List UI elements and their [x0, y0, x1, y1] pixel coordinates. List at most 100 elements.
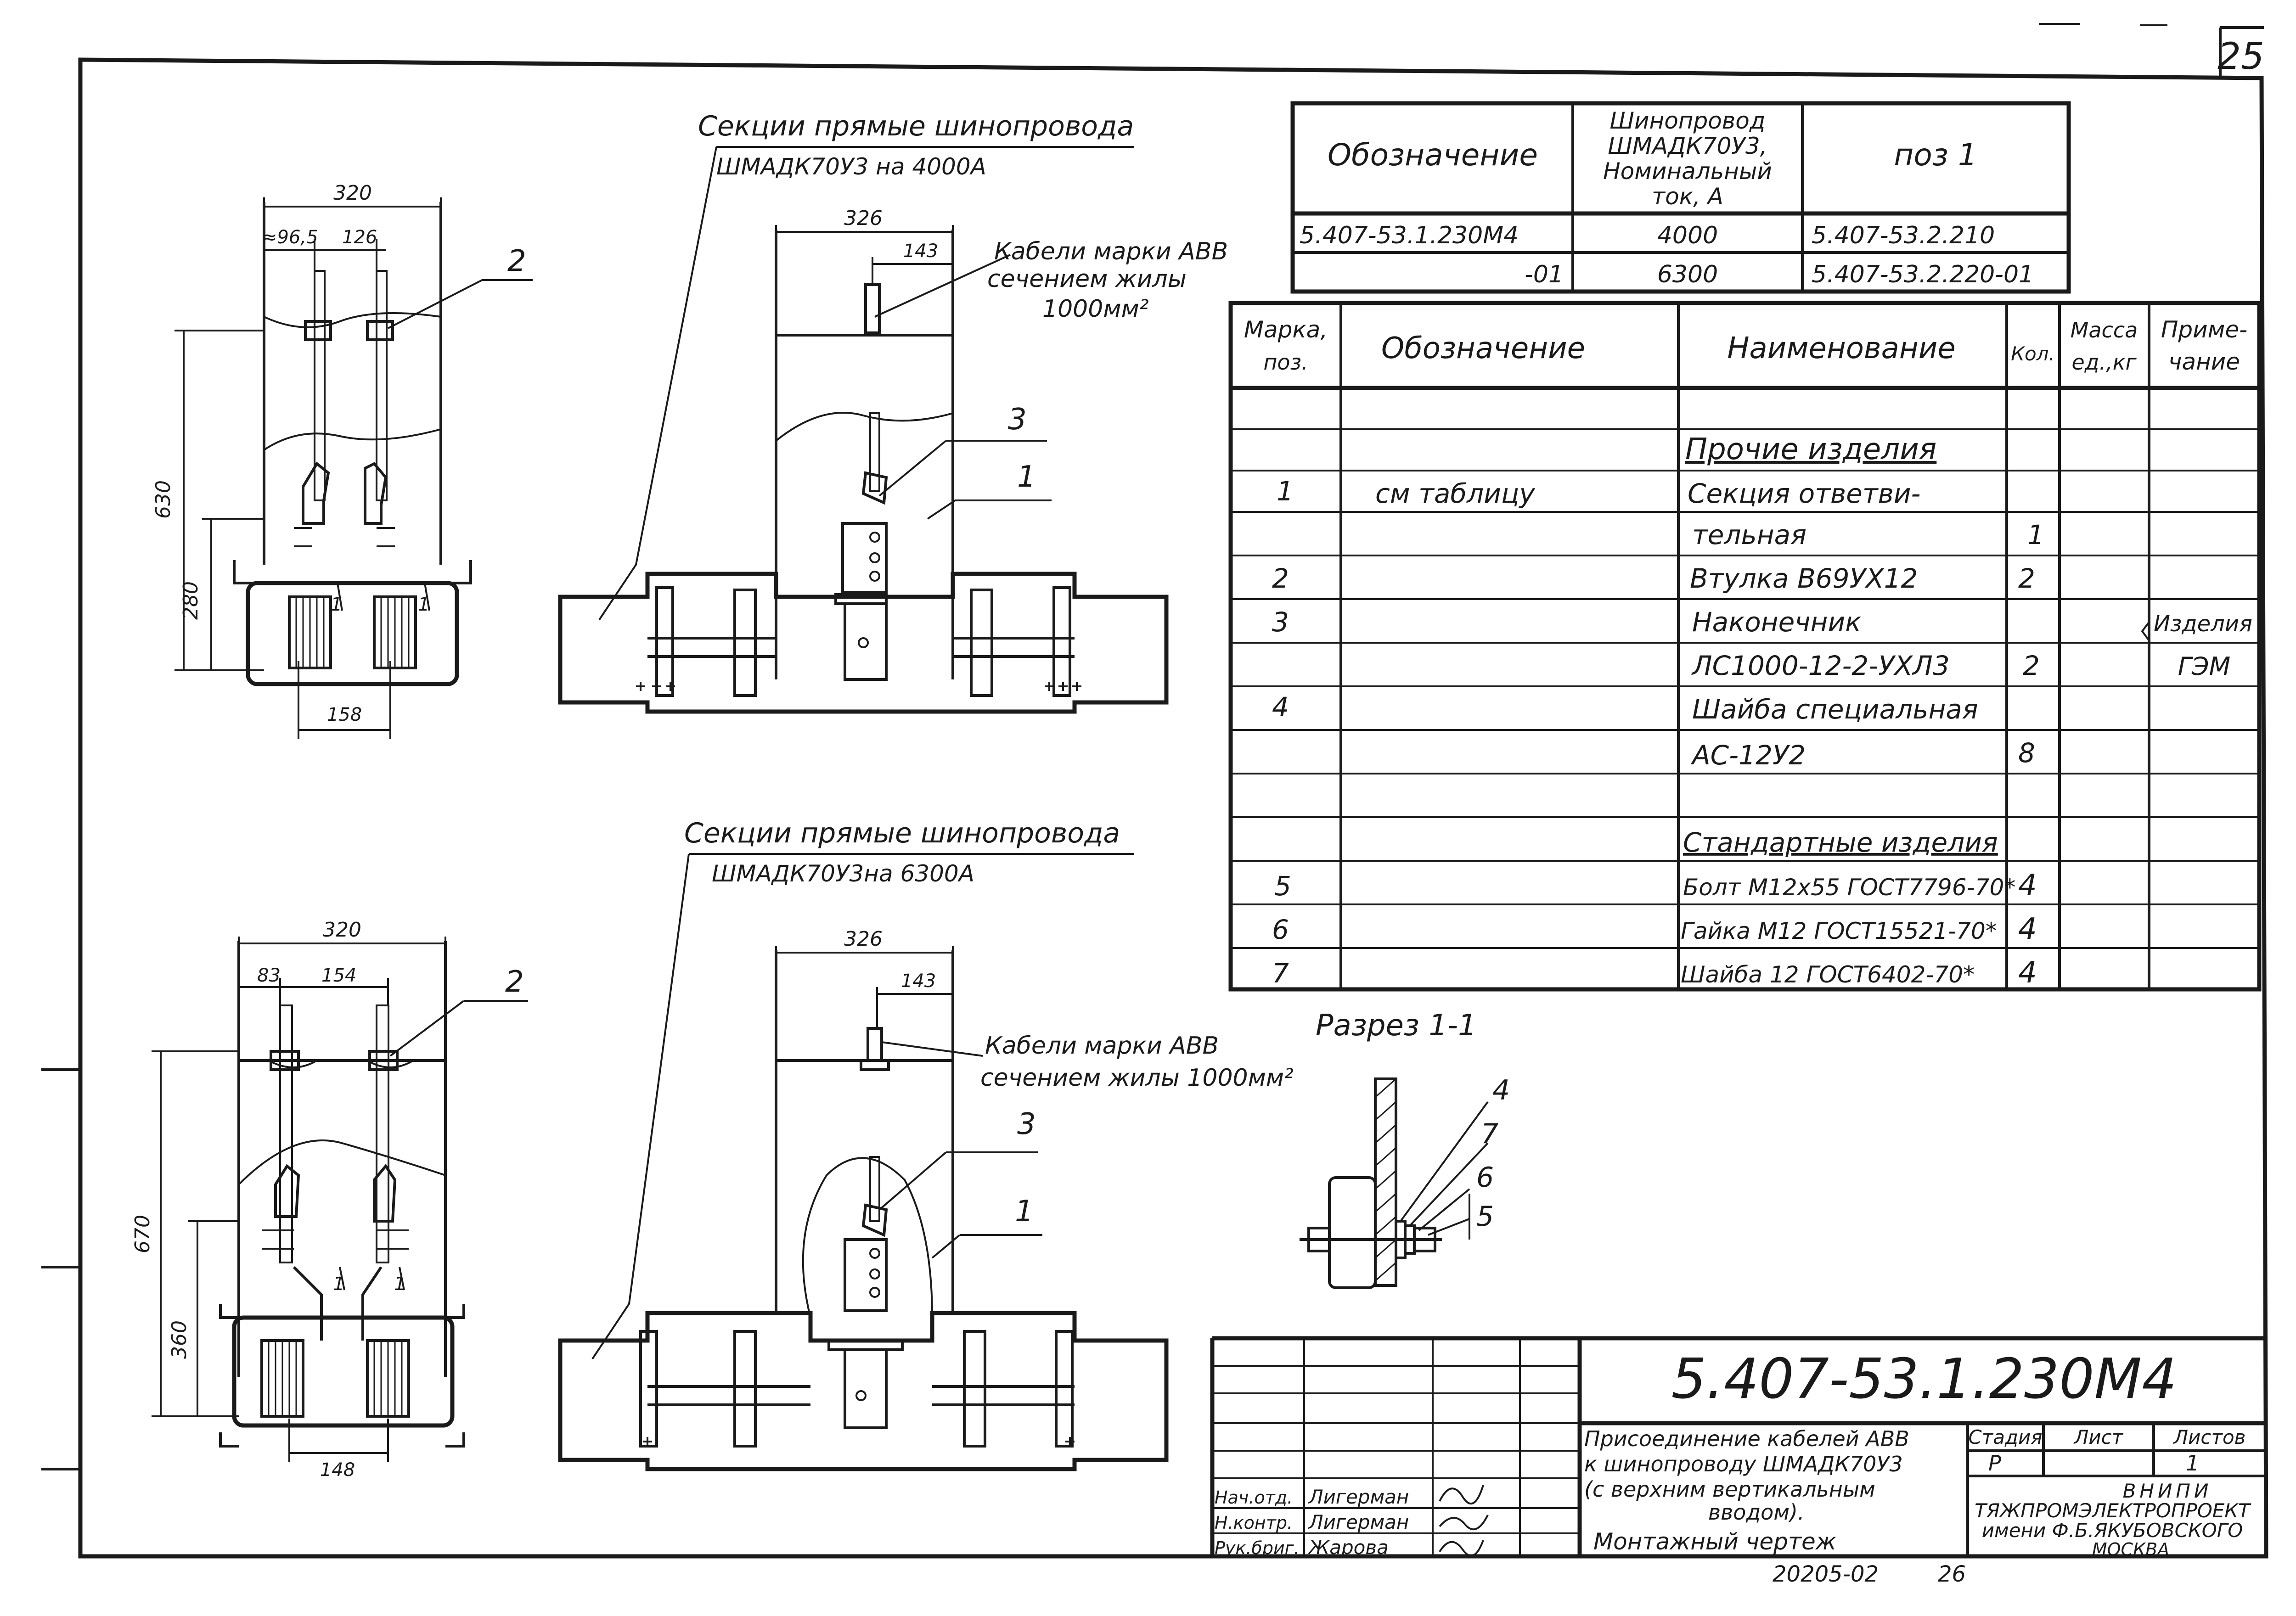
top-caption-line1: Секции прямые шинопровода	[698, 110, 1134, 142]
role-1-name: Лигерман	[1308, 1486, 1409, 1508]
spec-header-note-2: чание	[2168, 348, 2240, 375]
variant-row2-code: -01	[1525, 261, 1564, 288]
spec-row1-name: Секция ответви-	[1688, 478, 1920, 509]
spec-row1-designation: см таблицу	[1375, 478, 1535, 509]
org-line-4: МОСКВА	[2092, 1539, 2169, 1560]
variant-table: Обозначение Шинопровод ШМАДК70У3, Номина…	[1290, 101, 2071, 294]
variant-header-line4: ток, А	[1652, 183, 1723, 210]
spec-row5-name: Болт М12х55 ГОСТ7796-70*	[1683, 874, 2015, 901]
spec-row6-name: Гайка М12 ГОСТ15521-70*	[1681, 918, 1997, 944]
role-2-name: Лигерман	[1308, 1511, 1409, 1533]
spec-row3b-qty: 2	[2023, 650, 2040, 681]
section-label-5: 5	[1476, 1201, 1494, 1233]
top-side-dim-offset: 143	[903, 241, 938, 262]
bottom-side-dim-offset: 143	[901, 971, 936, 992]
spec-section-other: Прочие изделия	[1685, 432, 1936, 466]
spec-row3b-name: ЛС1000-12-2-УХЛ3	[1691, 650, 1950, 681]
title-line-4: вводом).	[1708, 1500, 1805, 1525]
sheet-number: 25	[2217, 35, 2264, 78]
org-line-2: ТЯЖПРОМЭЛЕКТРОПРОЕКТ	[1975, 1499, 2251, 1522]
spec-section-standard: Стандартные изделия	[1683, 827, 1998, 858]
section-label-4: 4	[1492, 1074, 1510, 1106]
bottom-dim-width: 320	[323, 918, 361, 942]
top-caption-line2: ШМАДК70У3 на 4000А	[716, 153, 986, 180]
spec-header-mass-1: Масса	[2071, 318, 2138, 342]
role-3-name: Жарова	[1307, 1536, 1389, 1559]
section-label-7: 7	[1481, 1118, 1498, 1150]
top-cable-note-3: 1000мм²	[1042, 295, 1149, 323]
bottom-cable-note-1: Кабели марки АВВ	[985, 1032, 1219, 1060]
archive-page: 26	[1938, 1561, 1966, 1587]
spec-row1-pos: 1	[1277, 476, 1294, 507]
spec-header-mark-1: Марка,	[1244, 316, 1328, 343]
variant-header-pos: поз 1	[1894, 137, 1977, 173]
spec-header-note-1: Приме-	[2161, 316, 2247, 343]
role-3: Рук.бриг.	[1215, 1538, 1300, 1558]
bottom-dim-lower: 360	[168, 1320, 191, 1359]
top-dim-bus-gap: 126	[342, 227, 377, 248]
variant-row2-pos: 5.407-53.2.220-01	[1812, 261, 2034, 288]
bottom-side-view: 326 143 3 1 Секции прямые шинопровода ШМ…	[558, 817, 1294, 1471]
top-callout-1: 1	[1017, 460, 1036, 494]
title-block-code: 5.407-53.1.230М4	[1671, 1347, 2177, 1411]
top-section-mark-right: 1	[418, 594, 429, 615]
bottom-section-mark-right: 1	[394, 1274, 405, 1295]
title-sheet-label: Лист	[2073, 1426, 2124, 1448]
bottom-side-dim-width: 326	[844, 927, 883, 951]
title-stage-value: Р	[1988, 1451, 2001, 1476]
variant-header-line1: Шинопровод	[1610, 107, 1766, 134]
top-side-dim-width: 326	[844, 207, 883, 230]
bottom-callout-1: 1	[1015, 1195, 1034, 1229]
top-side-view: 326 143 3 1 Секции прямые шинопровода ШМ…	[558, 110, 1228, 714]
spec-row2-pos: 2	[1272, 563, 1289, 594]
spec-header-mark-2: поз.	[1263, 350, 1308, 375]
variant-header-line2: ШМАДК70У3,	[1608, 133, 1767, 159]
spec-header-designation: Обозначение	[1381, 331, 1585, 365]
spec-row2-name: Втулка В69УХ12	[1690, 563, 1918, 594]
signatures	[1439, 1485, 1489, 1557]
spec-row1b-qty: 1	[2027, 519, 2044, 550]
spec-row4b-name: АС-12У2	[1690, 740, 1806, 771]
sheet-frame	[41, 23, 2268, 1559]
spec-row5-pos: 5	[1274, 870, 1291, 902]
title-sheets-value: 1	[2186, 1451, 2199, 1476]
variant-row1-pos: 5.407-53.2.210	[1812, 222, 1995, 249]
variant-header-line3: Номинальный	[1603, 158, 1772, 185]
archive-number: 20205-02	[1773, 1561, 1879, 1587]
top-dim-left-offset: ≈96,5	[262, 227, 318, 248]
spec-row4-name: Шайба специальная	[1692, 694, 1978, 725]
variant-header-designation: Обозначение	[1328, 137, 1538, 173]
title-block: 5.407-53.1.230М4 Присоединение кабелей А…	[1210, 1336, 2266, 1560]
top-dim-width: 320	[333, 181, 372, 205]
top-front-cable-bundle-left	[288, 595, 332, 669]
title-line-3: (с верхним вертикальным	[1584, 1477, 1875, 1502]
top-cable-note-1: Кабели марки АВВ	[994, 238, 1228, 265]
org-line-3: имени Ф.Б.ЯКУБОВСКОГО	[1982, 1519, 2243, 1542]
title-line-5: Монтажный чертеж	[1593, 1528, 1836, 1555]
title-line-2: к шинопроводу ШМАДК70У3	[1584, 1452, 1903, 1476]
top-cable-note-2: сечением жилы	[987, 265, 1187, 293]
bottom-front-cable-bundle-right	[366, 1339, 410, 1418]
spec-row4-pos: 4	[1272, 691, 1289, 723]
variant-row1-current: 4000	[1657, 222, 1718, 249]
bottom-callout-3: 3	[1017, 1107, 1036, 1141]
spec-row3-note: Изделия	[2154, 611, 2252, 637]
spec-row5-qty: 4	[2018, 869, 2037, 903]
title-sheets-label: Листов	[2173, 1426, 2246, 1448]
section-label-6: 6	[1476, 1162, 1494, 1194]
bottom-caption-line1: Секции прямые шинопровода	[684, 817, 1120, 849]
bottom-dim-bus-gap: 154	[321, 965, 356, 986]
bottom-callout-2: 2	[505, 965, 524, 999]
role-1: Нач.отд.	[1215, 1487, 1293, 1508]
top-front-cable-bundle-right	[373, 595, 417, 669]
spec-row1b-name: тельная	[1692, 519, 1806, 550]
spec-header-name: Наименование	[1727, 331, 1955, 365]
bottom-cable-note-2: сечением жилы 1000мм²	[980, 1064, 1294, 1092]
spec-row7-qty: 4	[2018, 956, 2037, 990]
bottom-front-view: 320 83 154 670 360 148 2 1 1	[131, 918, 528, 1481]
spec-row3-pos: 3	[1272, 606, 1289, 638]
bottom-dim-bottom: 148	[320, 1459, 355, 1481]
top-dim-lower: 280	[179, 581, 203, 620]
section-1-1: Разрез 1-1 4 7 6 5	[1300, 1009, 1510, 1289]
spec-row3b-note: ГЭМ	[2178, 652, 2230, 681]
